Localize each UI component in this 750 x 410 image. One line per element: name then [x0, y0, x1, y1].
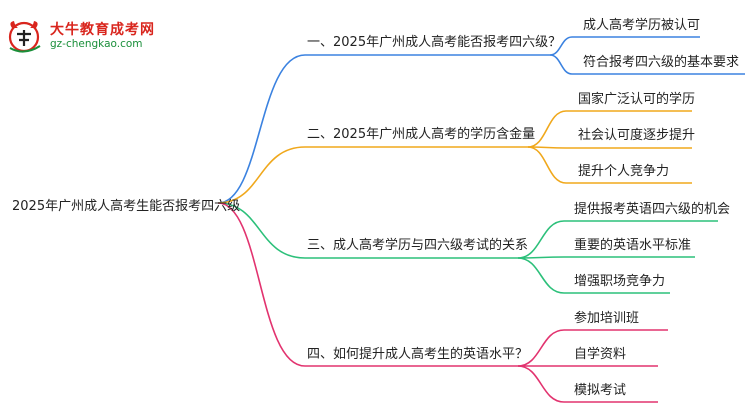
branch-3-leaf-1[interactable]: 提供报考英语四六级的机会	[574, 202, 731, 217]
branch-4-leaf-1[interactable]: 参加培训班	[574, 311, 640, 326]
branch-4-topic[interactable]: 四、如何提升成人高考生的英语水平？	[307, 347, 529, 362]
branch-2-leaf-3[interactable]: 提升个人竞争力	[578, 164, 670, 179]
branch-1-leaf-2[interactable]: 符合报考四六级的基本要求	[583, 55, 740, 70]
branch-4-connector	[217, 202, 306, 367]
branch-2-leaf-1[interactable]: 国家广泛认可的学历	[578, 92, 696, 107]
logo-url: gz-chengkao.com	[50, 38, 143, 50]
branch-4-leaf-3-connector	[517, 365, 565, 403]
bull-logo-icon	[8, 21, 41, 53]
branch-1-leaf-2-connector	[549, 54, 573, 75]
branch-1-connector	[217, 54, 306, 204]
branch-4-leaf-1-connector	[517, 329, 565, 367]
site-logo[interactable]: 大牛教育成考网 gz-chengkao.com	[6, 18, 186, 54]
branch-3-leaf-3-connector	[517, 257, 565, 294]
branch-4-leaf-2[interactable]: 自学资料	[574, 347, 627, 362]
root-topic[interactable]: 2025年广州成人高考生能否报考四六级	[12, 199, 241, 214]
branch-2-connector	[217, 146, 306, 204]
branch-3-leaf-2[interactable]: 重要的英语水平标准	[574, 238, 692, 253]
branch-3-leaf-1-connector	[517, 220, 565, 259]
branch-1-topic[interactable]: 一、2025年广州成人高考能否报考四六级？	[307, 35, 562, 50]
branch-3-leaf-3[interactable]: 增强职场竞争力	[574, 274, 666, 289]
branch-2-topic[interactable]: 二、2025年广州成人高考的学历含金量	[307, 127, 536, 142]
branch-2-leaf-3-connector	[527, 146, 567, 184]
branch-4-leaf-3[interactable]: 模拟考试	[574, 383, 627, 398]
logo-title: 大牛教育成考网	[50, 22, 155, 38]
branch-3-topic[interactable]: 三、成人高考学历与四六级考试的关系	[307, 238, 529, 253]
branch-2-leaf-2[interactable]: 社会认可度逐步提升	[578, 128, 696, 143]
branch-1-leaf-1[interactable]: 成人高考学历被认可	[583, 18, 701, 33]
branch-1-leaf-1-connector	[549, 36, 573, 56]
branch-2-leaf-1-connector	[527, 110, 567, 148]
branch-3-connector	[217, 202, 306, 259]
